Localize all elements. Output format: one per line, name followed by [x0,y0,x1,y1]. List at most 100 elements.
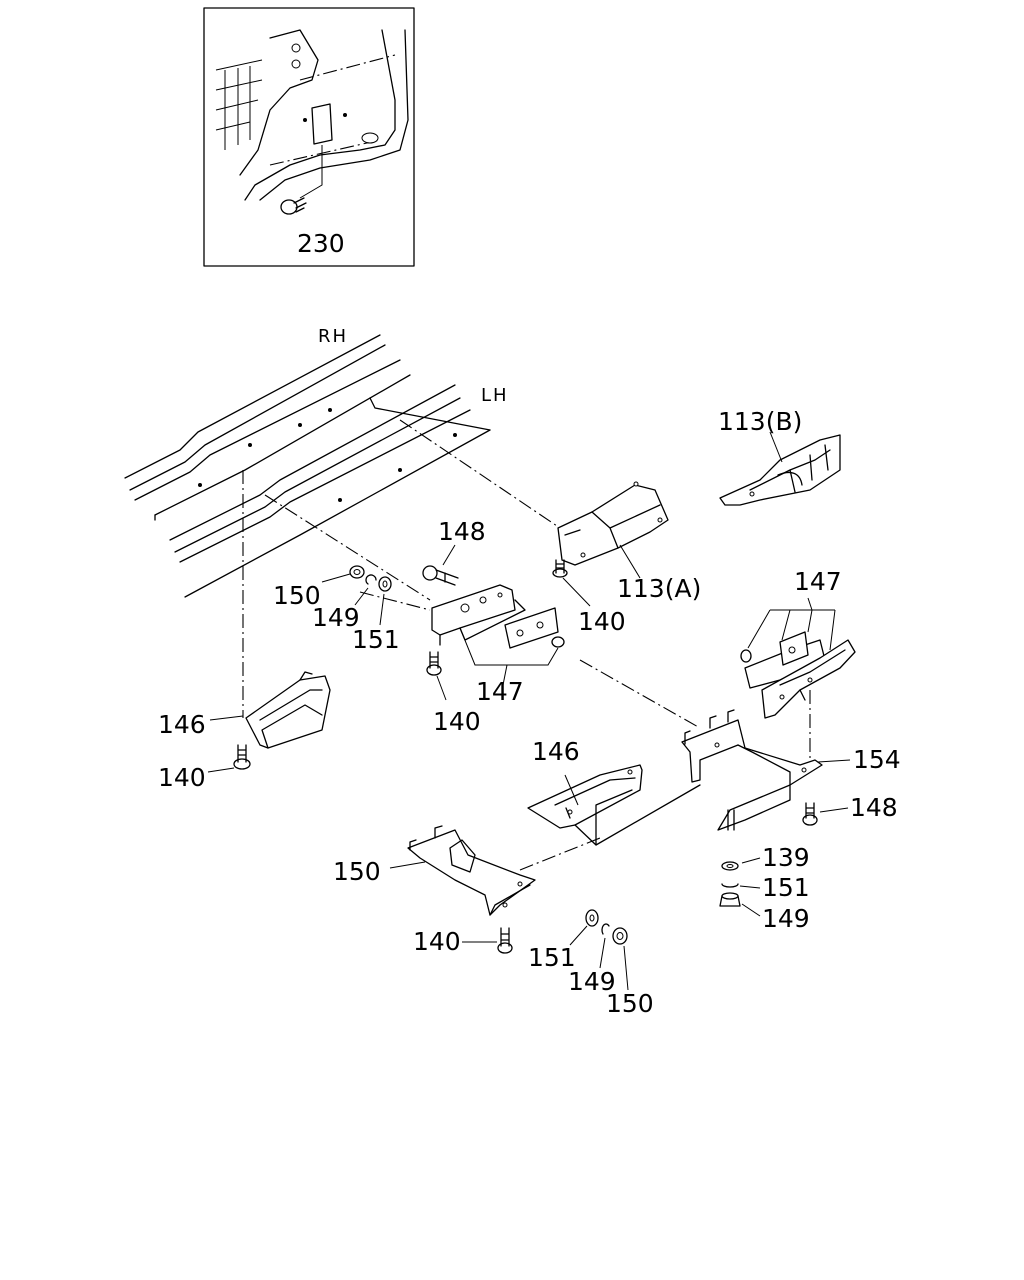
inset-frame [203,7,415,267]
lh-rail-mid [179,409,471,563]
assembly-lines [242,419,811,871]
lh-rail-bottom [184,429,491,598]
callout-113b: 113(B) [718,407,802,436]
crossmember-154 [681,709,823,831]
callout-149c: 149 [568,967,616,996]
inset-cab-edge [239,29,319,176]
rail-hole [338,498,342,502]
rail-hole [298,423,302,427]
inset-bracket [311,103,333,145]
bolt-140-icon [233,744,251,770]
leader-147-right-group [747,609,836,651]
callout-140d: 140 [413,927,461,956]
leader-147-group [459,627,559,666]
leader-146a [209,715,244,721]
callout-148a: 148 [438,517,486,546]
inset-hole [291,59,301,69]
bracket-113b [719,434,841,506]
frame-rails: RH LH [124,326,507,598]
leader-151a [379,593,385,626]
leader-113a [619,544,641,579]
callout-148b: 148 [850,793,898,822]
leader-149c [599,937,606,969]
inset-rivet [303,118,307,122]
callout-146b: 146 [532,737,580,766]
inset-centerline [269,54,396,166]
lh-rail-inner [174,397,461,553]
bolt-140-icon [426,651,442,676]
callout-140c: 140 [158,763,206,792]
bracket-center [431,584,565,649]
rh-rail-top [124,334,381,479]
callout-149b: 151 [762,873,810,902]
bolt-140-icon [497,927,513,954]
bracket-147-right [740,631,856,719]
leader-113b [769,431,783,463]
bolt-148-icon [422,565,459,586]
inset-cab-outer [259,29,409,201]
callout-146a: 146 [158,710,206,739]
rail-hole [248,443,252,447]
rail-hole [453,433,457,437]
inset-cab-curve [244,29,396,201]
lock-washer-149-icon [365,574,377,585]
leader-140b [436,675,447,701]
inset-leader [299,145,323,199]
leader-139 [389,861,426,869]
leader-148a [442,544,456,566]
leader-150a [321,573,351,583]
leader-150c [623,945,629,991]
rh-rail-top-inner [129,344,386,491]
nut-150-icon [612,927,628,945]
screw-230-icon [280,197,307,215]
callout-140a: 140 [578,607,626,636]
bracket-139 [407,825,536,916]
nut-150-icon [349,565,365,579]
callout-147b: 147 [476,677,524,706]
rail-hole [198,483,202,487]
callout-151a: 151 [352,625,400,654]
leader-154 [817,759,851,763]
label-rh: RH [318,326,348,347]
inset-hole [361,132,379,144]
bracket-146-left [245,671,331,749]
bracket-113a [557,481,669,566]
bolt-140-icon [552,559,568,578]
callout-139: 150 [333,857,381,886]
rh-rail-bottom [154,374,411,516]
inset-hole [291,43,301,53]
callout-151b: 139 [762,843,810,872]
stud-154 [727,809,735,831]
callout-150c: 150 [606,989,654,1018]
rail-hole [328,408,332,412]
leader-140a [562,577,591,607]
lock-washer-149-icon [601,923,610,935]
lock-washer-149-icon [721,883,739,888]
callout-230: 230 [297,229,345,258]
callout-113a: 113(A) [617,574,701,603]
washer-151-icon [585,909,599,927]
callout-154: 154 [853,745,901,774]
washer-151-icon [721,861,739,871]
leader-149b [739,885,761,889]
leader-140c [207,767,235,773]
inset-detail: 230 [203,7,415,267]
callout-147a: 147 [794,567,842,596]
leader-147b [502,664,508,686]
callout-140b: 140 [433,707,481,736]
inset-ribs [224,66,251,150]
callout-149a: 149 [312,603,360,632]
leader-151b [741,857,761,864]
inset-hatch [215,59,263,131]
callout-151c: 151 [528,943,576,972]
callout-150b: 149 [762,904,810,933]
leader-148b [819,807,849,813]
leader-147a [807,597,813,611]
rh-rail-mid [134,359,401,501]
leader-146b [564,774,579,806]
rail-hole [398,468,402,472]
nut-150-icon [719,892,741,907]
lh-rail-top [169,384,456,541]
leader-151c [569,925,588,946]
